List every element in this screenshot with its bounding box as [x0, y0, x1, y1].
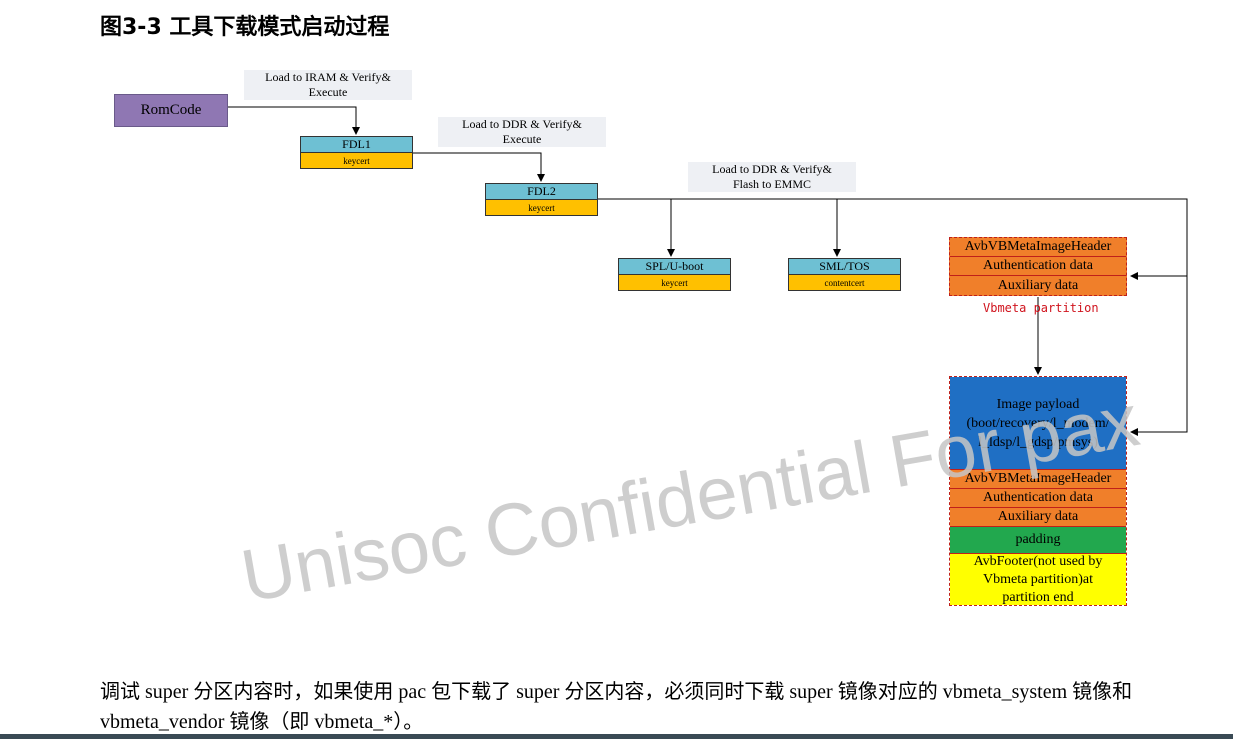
vbmeta-auth-row: Authentication data: [950, 257, 1126, 276]
fdl1-label: FDL1: [301, 137, 412, 152]
image-padding-row: padding: [950, 527, 1126, 554]
fdl2-block: FDL2 keycert: [485, 183, 598, 216]
fdl2-label: FDL2: [486, 184, 597, 199]
note-load-ddr-execute: Load to DDR & Verify& Execute: [438, 117, 606, 147]
romcode-to-fdl1-arrow: [227, 106, 360, 135]
image-aux-row: Auxiliary data: [950, 508, 1126, 527]
fdl1-to-fdl2-arrow: [411, 152, 545, 182]
sml-tos-block: SML/TOS contentcert: [788, 258, 901, 291]
image-payload-row: Image payload (boot/recovery/l_modem/ l_…: [950, 377, 1126, 470]
image-auth-row: Authentication data: [950, 489, 1126, 508]
vbmeta-header-row: AvbVBMetaImageHeader: [950, 238, 1126, 257]
romcode-block: RomCode: [114, 94, 228, 127]
fdl1-block: FDL1 keycert: [300, 136, 413, 169]
sml-tos-label: SML/TOS: [789, 259, 900, 274]
image-partition-stack: Image payload (boot/recovery/l_modem/ l_…: [949, 376, 1127, 606]
vbmeta-partition-caption: Vbmeta partition: [983, 301, 1099, 315]
spl-uboot-cert: keycert: [619, 274, 730, 290]
note-load-ddr-flash: Load to DDR & Verify& Flash to EMMC: [688, 162, 856, 192]
spl-uboot-block: SPL/U-boot keycert: [618, 258, 731, 291]
fdl2-cert: keycert: [486, 199, 597, 215]
image-avb-header-row: AvbVBMetaImageHeader: [950, 470, 1126, 489]
image-avbfooter-row: AvbFooter(not used by Vbmeta partition)a…: [950, 554, 1126, 605]
sml-tos-cert: contentcert: [789, 274, 900, 290]
bottom-bar: [0, 734, 1233, 739]
fdl1-cert: keycert: [301, 152, 412, 168]
vbmeta-partition-stack: AvbVBMetaImageHeader Authentication data…: [949, 237, 1127, 296]
vbmeta-aux-row: Auxiliary data: [950, 276, 1126, 295]
note-load-iram: Load to IRAM & Verify& Execute: [244, 70, 412, 100]
body-paragraph: 调试 super 分区内容时，如果使用 pac 包下载了 super 分区内容，…: [100, 681, 1133, 733]
figure-title: 图3-3 工具下载模式启动过程: [100, 15, 390, 40]
fdl2-bus-line: [597, 198, 1188, 436]
spl-uboot-label: SPL/U-boot: [619, 259, 730, 274]
